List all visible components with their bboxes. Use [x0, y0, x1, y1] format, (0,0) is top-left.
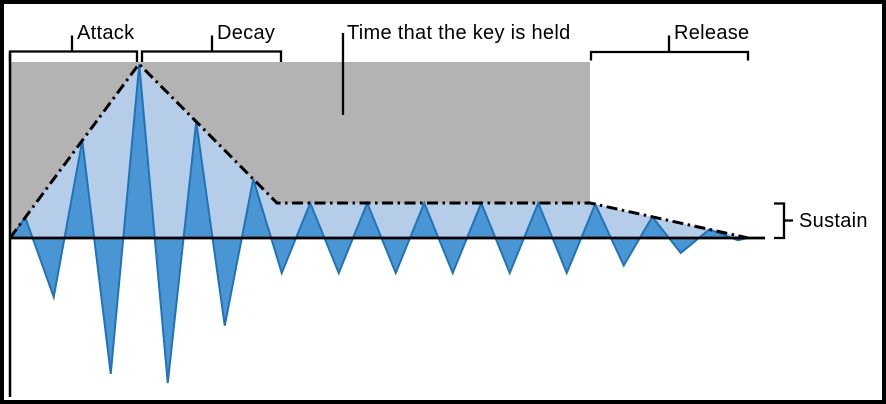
attack-bracket — [8, 50, 139, 62]
sustain-bracket — [774, 202, 793, 240]
attack-label: Attack — [77, 22, 135, 44]
decay-label: Decay — [217, 22, 275, 44]
release-label: Release — [674, 22, 749, 44]
sustain-label: Sustain — [799, 210, 868, 232]
held-label: Time that the key is held — [347, 22, 571, 44]
envelope-line — [8, 61, 749, 240]
